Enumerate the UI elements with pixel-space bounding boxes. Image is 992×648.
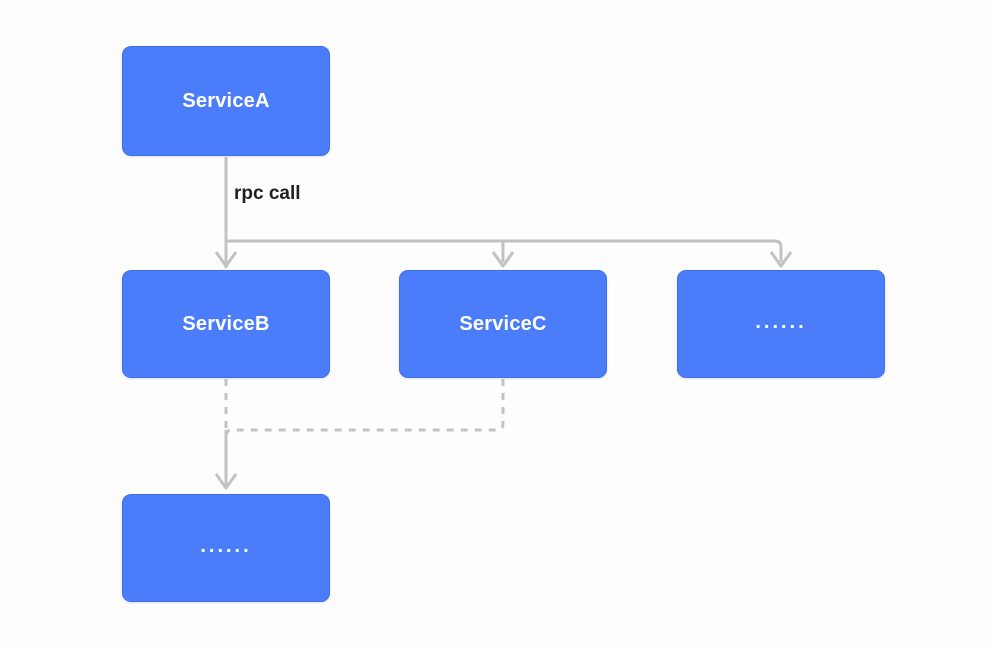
- node-serviceb-label: ServiceB: [182, 313, 270, 335]
- arrowhead-to-servicec: [491, 251, 515, 268]
- node-servicea[interactable]: ServiceA: [122, 46, 330, 156]
- node-more-top[interactable]: ......: [677, 270, 885, 378]
- edge-label-rpc-call: rpc call: [234, 183, 301, 204]
- node-more-top-label: ......: [755, 311, 807, 333]
- node-servicea-label: ServiceA: [182, 90, 270, 112]
- node-more-bottom[interactable]: ......: [122, 494, 330, 602]
- node-serviceb[interactable]: ServiceB: [122, 270, 330, 378]
- connector-branch-bus: [226, 239, 783, 262]
- node-servicec[interactable]: ServiceC: [399, 270, 607, 378]
- arrowhead-to-more-top: [769, 251, 793, 268]
- arrowhead-to-more-bottom: [214, 473, 238, 490]
- connector-servicec-dashed: [224, 379, 505, 452]
- node-servicec-label: ServiceC: [459, 313, 547, 335]
- arrowhead-to-serviceb: [214, 251, 238, 268]
- node-more-bottom-label: ......: [200, 535, 252, 557]
